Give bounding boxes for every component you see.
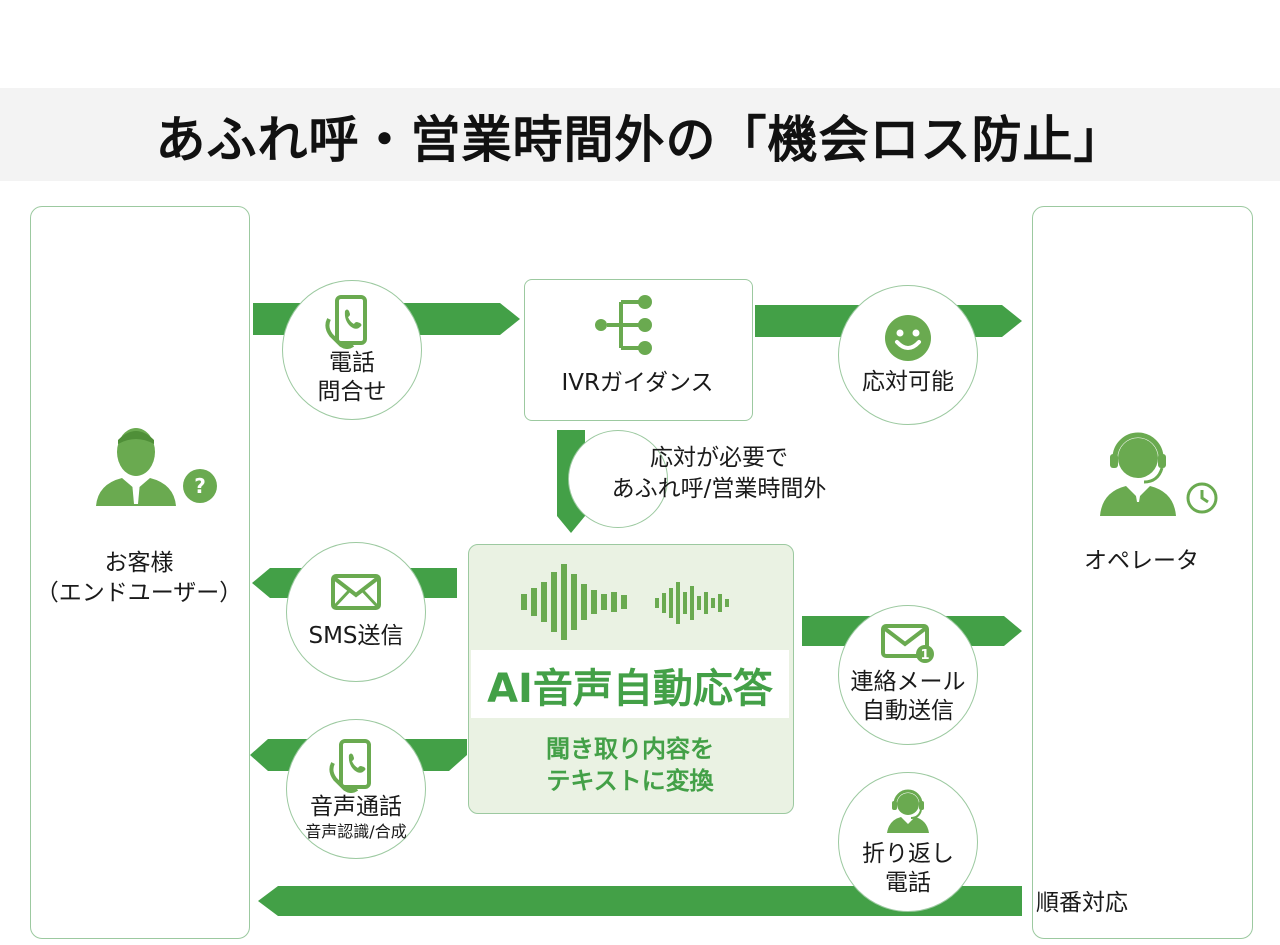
overflow-label: 応対が必要で あふれ呼/営業時間外: [611, 445, 827, 502]
ivr-label: IVRガイダンス: [561, 370, 714, 396]
ai-title: AI音声自動応答: [487, 666, 773, 712]
voice-call-node: 音声通話 音声認識/合成: [286, 719, 426, 859]
ai-title-band: [471, 650, 789, 718]
operator-column: [1032, 206, 1253, 939]
title-band: [0, 88, 1280, 181]
user-question-icon: ?: [92, 418, 222, 510]
smartphone-call-icon: [325, 295, 367, 349]
page-title: あふれ呼・営業時間外の「機会ロス防止」: [155, 111, 1125, 169]
ai-subtitle: 聞き取り内容を テキストに変換: [546, 735, 714, 795]
headset-operator-icon: [1098, 428, 1223, 518]
customer-label: お客様 （エンドユーザー）: [35, 550, 243, 606]
callback-node: 折り返し 電話: [838, 772, 978, 912]
phone-inquiry-node: 電話 問合せ: [282, 280, 422, 420]
sound-wave-icon: [519, 562, 735, 642]
headset-operator-icon: [887, 789, 929, 833]
smartphone-call-icon: [329, 738, 371, 793]
svg-text:?: ?: [194, 474, 206, 498]
available-node: 応対可能: [838, 285, 978, 425]
overflow-condition-node: [568, 430, 668, 528]
envelope-notify-icon: 1: [881, 624, 934, 663]
svg-text:1: 1: [920, 648, 929, 663]
smiley-icon: [885, 314, 931, 361]
sms-node: SMS送信: [286, 542, 426, 682]
arrow-callback-to-customer: [258, 886, 1022, 916]
sequential-label: 順番対応: [1036, 890, 1128, 916]
envelope-icon: [331, 573, 381, 610]
email-notify-node: 1 連絡メール 自動送信: [838, 605, 978, 745]
branch-tree-icon: [593, 294, 655, 356]
operator-label: オペレータ: [1084, 548, 1199, 574]
customer-column: [30, 206, 250, 939]
